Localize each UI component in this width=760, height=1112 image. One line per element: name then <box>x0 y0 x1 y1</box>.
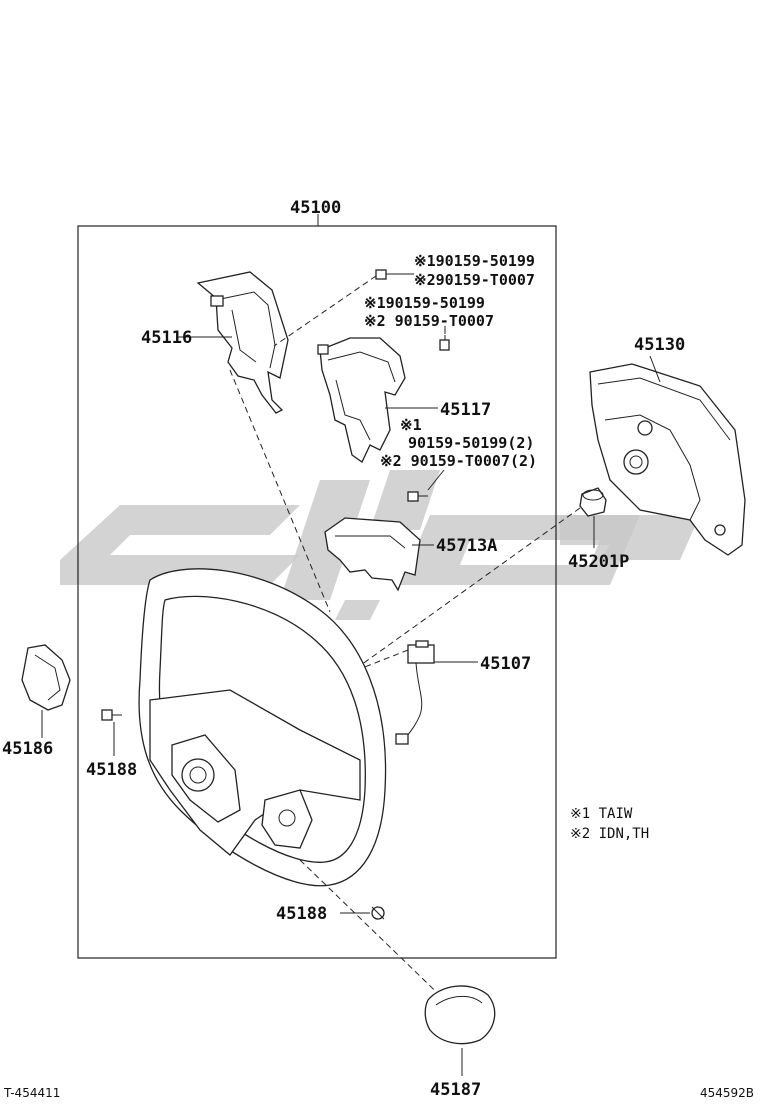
part-45188-screw-left <box>101 709 122 721</box>
label-45107: 45107 <box>480 654 531 674</box>
legend-note-2: ※2 IDN,TH <box>570 826 649 842</box>
footer-right-code: 454592B <box>700 1086 754 1100</box>
part-45186-cover <box>21 644 71 711</box>
part-45107-harness <box>395 640 435 745</box>
footer-left-code: T-454411 <box>3 1086 60 1100</box>
bolt-low <box>407 491 428 502</box>
part-steering-wheel <box>138 568 387 887</box>
note-top-1: ※190159-50199 <box>414 252 535 270</box>
bolt-top <box>375 269 396 280</box>
note-mid-1: ※190159-50199 <box>364 294 485 312</box>
label-45186: 45186 <box>2 739 53 759</box>
part-45117-cover <box>317 337 406 463</box>
part-45187-cover <box>424 985 496 1045</box>
part-45713a-bracket <box>324 517 421 592</box>
note-low-3: ※2 90159-T0007(2) <box>380 452 537 470</box>
label-45100: 45100 <box>290 198 341 218</box>
label-45188-left: 45188 <box>86 760 137 780</box>
label-45130: 45130 <box>634 335 685 355</box>
part-45116-cover <box>196 271 289 414</box>
legend-note-1: ※1 TAIW <box>570 806 633 822</box>
part-45130-airbag <box>589 363 746 556</box>
label-45713a: 45713A <box>436 536 497 556</box>
assembly-frame <box>77 225 557 959</box>
label-45201p: 45201P <box>568 552 629 572</box>
part-45188-screw-bottom <box>371 906 385 920</box>
part-45201p-grommet <box>579 487 607 517</box>
label-45188-bottom: 45188 <box>276 904 327 924</box>
label-45117: 45117 <box>440 400 491 420</box>
note-top-2: ※290159-T0007 <box>414 271 535 289</box>
note-low-2: 90159-50199(2) <box>408 434 534 452</box>
label-45187: 45187 <box>430 1080 481 1100</box>
watermark-logo <box>60 470 700 620</box>
label-45116: 45116 <box>141 328 192 348</box>
bolt-mid <box>439 335 450 351</box>
note-low-1: ※1 <box>400 416 422 434</box>
note-mid-2: ※2 90159-T0007 <box>364 312 494 330</box>
